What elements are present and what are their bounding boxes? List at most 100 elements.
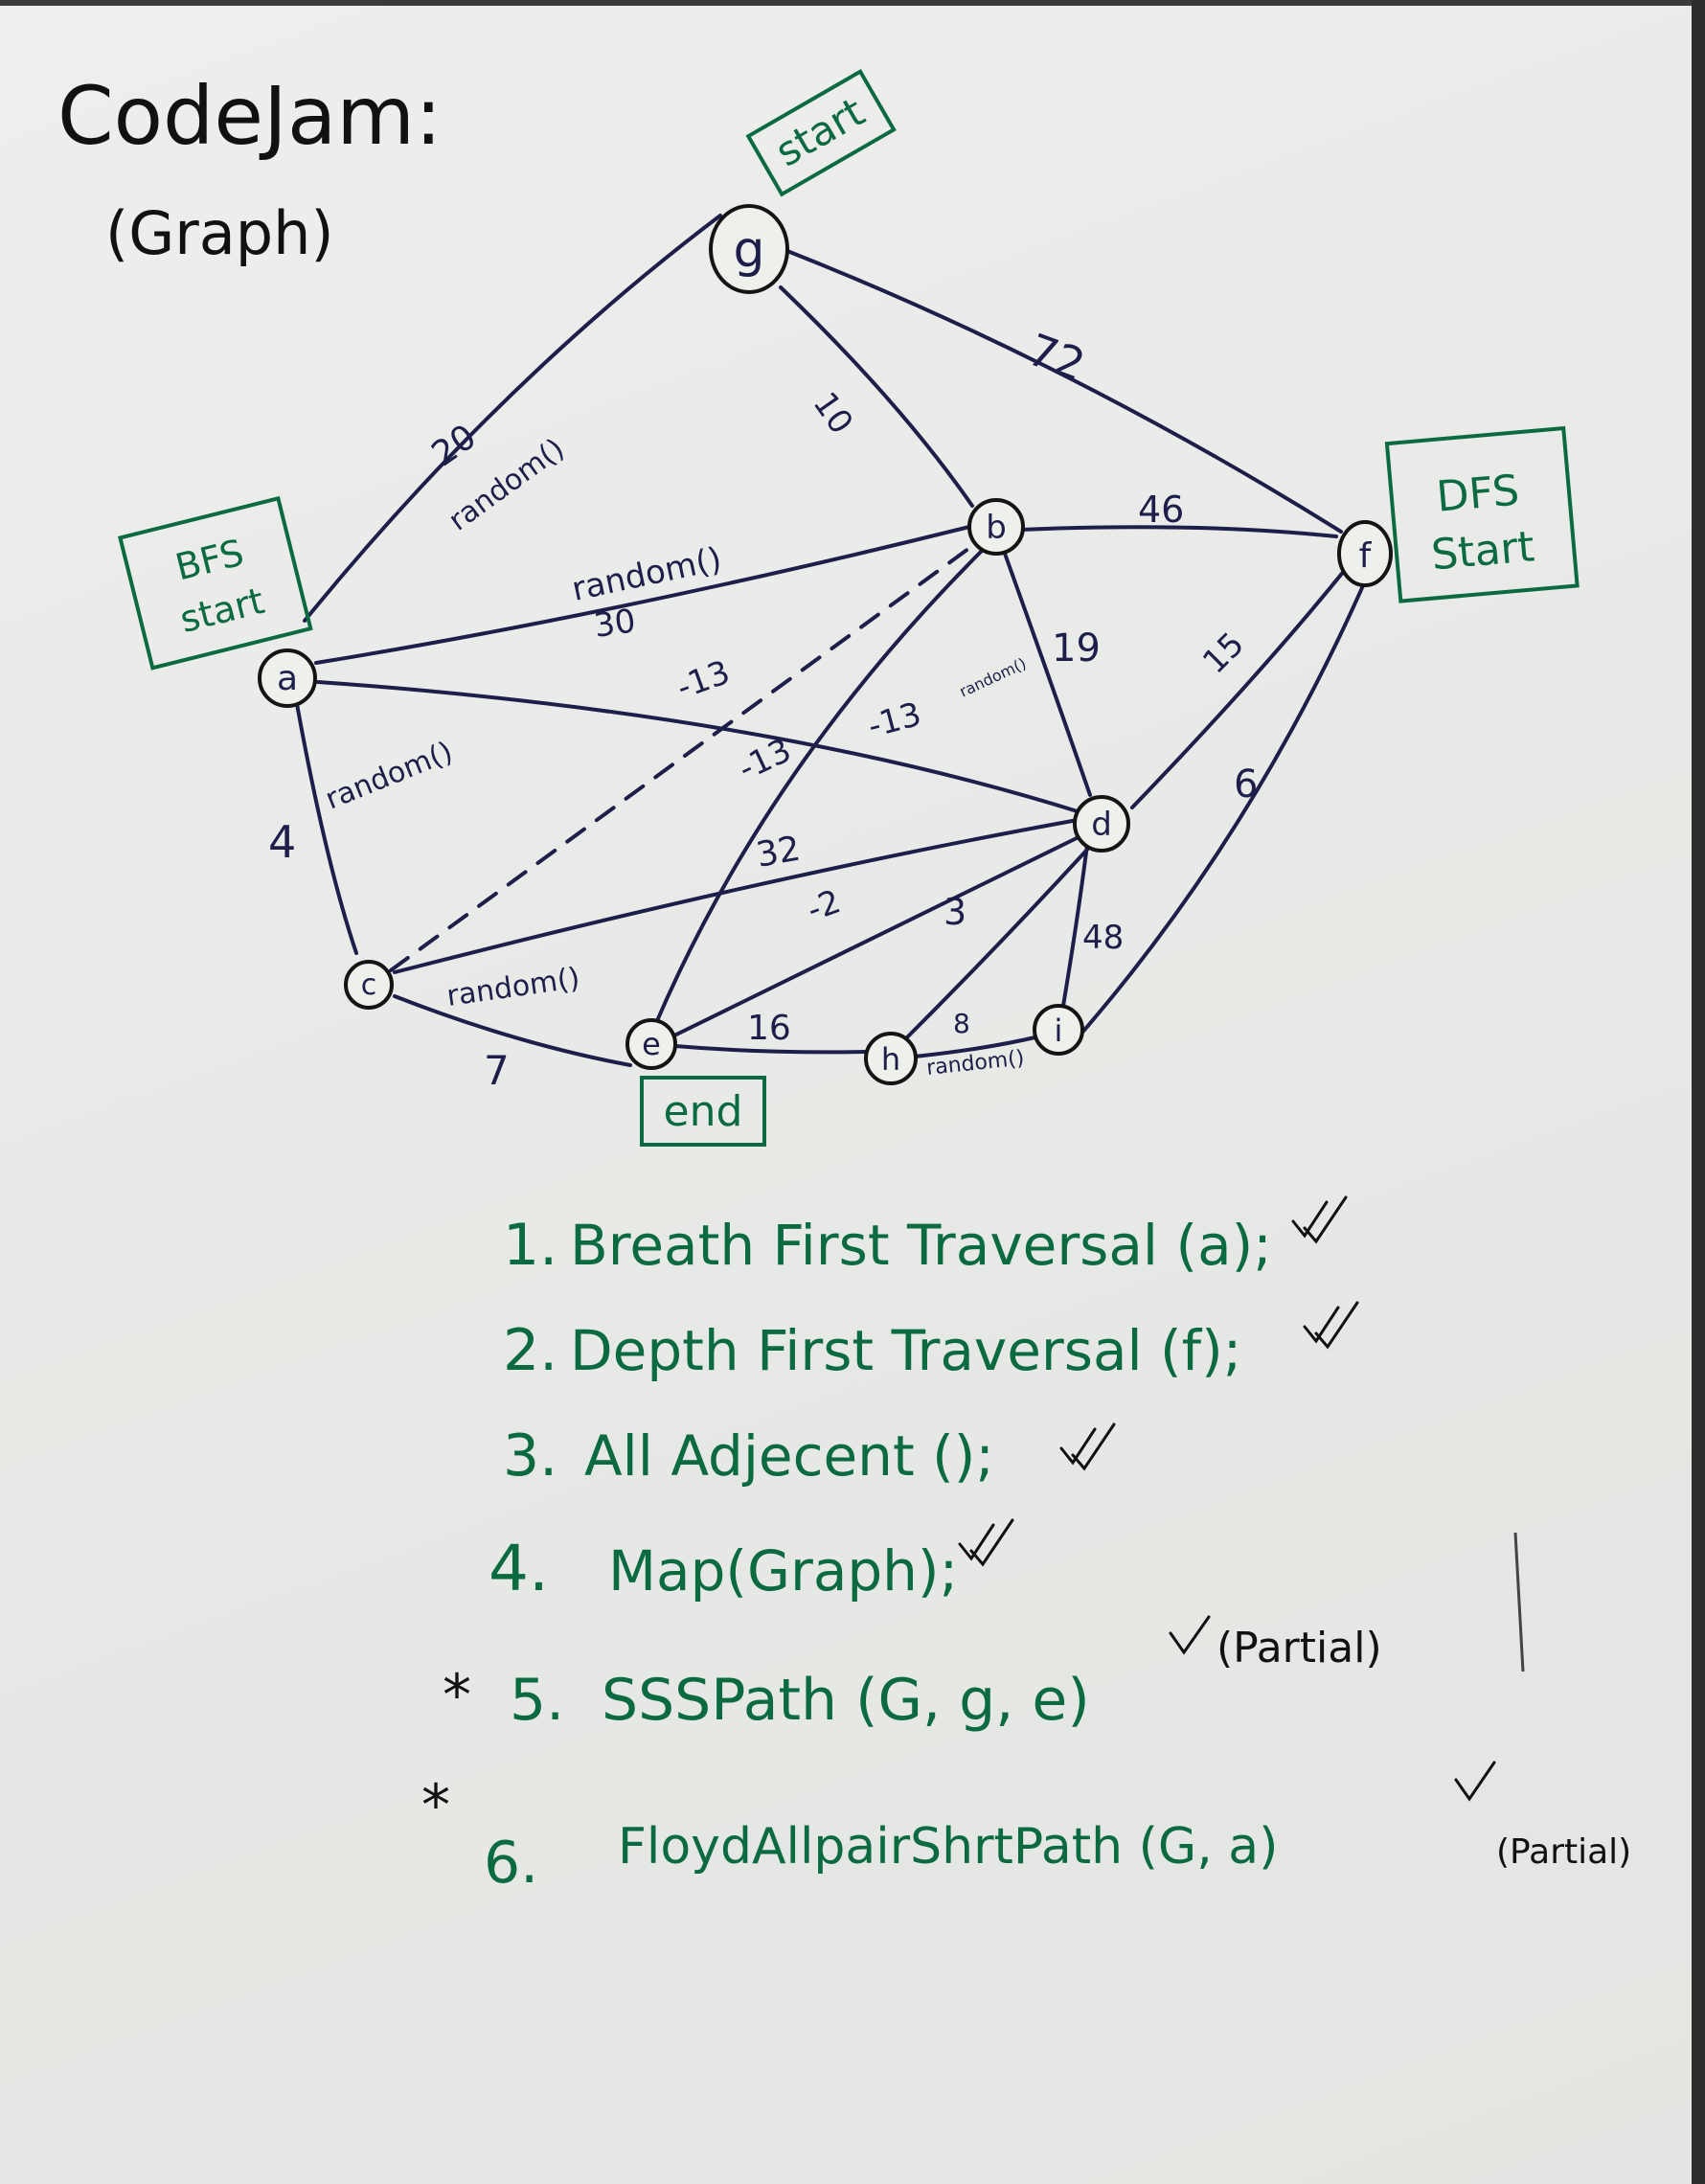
edge-b-f: [1018, 525, 1338, 538]
edge-d-i: [1061, 843, 1089, 1008]
double-check-mark-icon: [1291, 1195, 1348, 1244]
node-d: d: [1073, 795, 1130, 853]
edge-weight-g-f: 72: [1021, 324, 1091, 392]
board-top-edge: [0, 0, 1705, 6]
task-number: 1.: [503, 1212, 557, 1279]
node-label-e: e: [642, 1026, 661, 1062]
dfs-start-badge: DFS Start: [1384, 425, 1580, 603]
edge-g-b: [779, 285, 974, 508]
task-number: 3.: [503, 1422, 557, 1490]
edge-weight-g-b: 10: [806, 385, 861, 441]
dfs-badge-line1: DFS: [1435, 466, 1521, 521]
edge-weight-a-g: 20: [425, 418, 484, 475]
node-label-g: g: [733, 221, 764, 279]
task-text: SSSPath (G, g, e): [602, 1667, 1090, 1734]
node-c: c: [344, 960, 394, 1010]
edge-c-e: [393, 994, 632, 1067]
edge-b-e: [654, 549, 984, 1025]
edge-random-b-d: random(): [957, 654, 1030, 701]
task-item-5: * 5. SSSPath (G, g, e) (Partial): [443, 1615, 1382, 1734]
edge-weight-c-d: 32: [753, 830, 803, 876]
dfs-badge-line2: Start: [1429, 522, 1536, 580]
task-item-3: 3. All Adjecent ();: [503, 1422, 1116, 1490]
node-label-d: d: [1091, 806, 1112, 844]
node-h: h: [864, 1032, 918, 1085]
end-badge: end: [640, 1076, 766, 1147]
edge-h-d: [900, 837, 1099, 1044]
edge-weight-d-f: 15: [1195, 625, 1252, 681]
task-text: FloydAllpairShrtPath (G, a): [618, 1818, 1278, 1876]
check-mark-icon: [1454, 1761, 1496, 1802]
edge-c-b-dashed: [389, 544, 974, 972]
node-label-b: b: [986, 509, 1007, 547]
node-label-h: h: [881, 1041, 900, 1078]
start-badge-label: start: [767, 88, 872, 175]
task-item-1: 1. Breath First Traversal (a);: [503, 1195, 1348, 1279]
edge-weight-c-e: 7: [484, 1047, 510, 1094]
edge-a-b: [314, 525, 971, 665]
node-b: b: [967, 498, 1025, 556]
task-partial-note: (Partial): [1216, 1624, 1382, 1672]
edge-g-f: [785, 249, 1343, 534]
edge-labels: 72 10 20 random() random() 30 4 6 19 rand…: [268, 324, 1258, 1094]
edge-a-c: [295, 702, 358, 955]
task-text: Map(Graph);: [608, 1538, 958, 1604]
edge-random-a-c: random(): [321, 736, 458, 817]
task-star-mark: *: [443, 1662, 471, 1729]
edge-weight-d-i: 48: [1082, 919, 1124, 957]
edge-e-h: [673, 1044, 869, 1055]
edge-weight-a-b: 30: [592, 602, 638, 646]
task-partial-note: (Partial): [1496, 1832, 1631, 1872]
edge-a-g: [303, 214, 722, 623]
task-text: Breath First Traversal (a);: [570, 1213, 1272, 1278]
edge-e-d: [669, 833, 1084, 1039]
board-right-edge: [1692, 0, 1705, 2184]
node-label-f: f: [1359, 536, 1373, 576]
task-number: 2.: [503, 1317, 557, 1384]
task-number: 4.: [489, 1532, 549, 1605]
edge-random-c-e: random(): [444, 962, 581, 1013]
double-check-mark-icon: [1059, 1422, 1116, 1471]
bfs-badge-line2: start: [176, 580, 269, 641]
edge-weight-c-b-dashed: -13: [671, 653, 735, 708]
task-list: 1. Breath First Traversal (a); 2. Depth …: [421, 1195, 1631, 1897]
node-label-i: i: [1055, 1012, 1063, 1049]
edge-h-i: [913, 1035, 1041, 1058]
page-subtitle: (Graph): [105, 198, 334, 268]
edge-weight-a-c: 4: [268, 816, 296, 868]
edge-weight-e-d: -2: [802, 882, 846, 929]
edge-random-a-b: random(): [569, 540, 725, 609]
node-i: i: [1033, 1004, 1084, 1056]
stray-marker-line: [1513, 1532, 1525, 1672]
edge-weight-h-d: 3: [943, 891, 966, 933]
node-label-a: a: [277, 659, 298, 698]
node-label-c: c: [361, 968, 377, 1002]
edge-weight-a-d: -13: [864, 695, 925, 746]
edge-weight-h-i: 8: [953, 1008, 970, 1039]
node-g: g: [709, 204, 789, 294]
end-badge-label: end: [664, 1087, 743, 1136]
edge-weight-i-f: 6: [1234, 762, 1258, 807]
task-text: All Adjecent ();: [584, 1423, 994, 1489]
edge-d-f: [1130, 558, 1354, 809]
edge-a-d: [316, 680, 1082, 814]
edge-c-d: [393, 818, 1080, 974]
edge-weight-b-d: 19: [1052, 626, 1101, 671]
task-star-mark: *: [421, 1772, 450, 1839]
edge-weight-e-h: 16: [747, 1009, 791, 1048]
edge-random-h-i: random(): [925, 1046, 1026, 1081]
task-text: Depth First Traversal (f);: [570, 1318, 1241, 1383]
node-a: a: [258, 648, 317, 708]
bfs-badge-line1: BFS: [171, 532, 248, 589]
task-item-2: 2. Depth First Traversal (f);: [503, 1301, 1359, 1384]
edge-b-d: [1002, 549, 1092, 797]
node-f: f: [1337, 520, 1393, 587]
double-check-mark-icon: [1303, 1301, 1359, 1350]
task-item-4: 4. Map(Graph);: [489, 1518, 1014, 1605]
graph-edges: [295, 214, 1370, 1067]
bfs-start-badge: BFS start: [118, 495, 313, 671]
node-e: e: [625, 1018, 677, 1070]
task-number: 5.: [510, 1667, 564, 1734]
